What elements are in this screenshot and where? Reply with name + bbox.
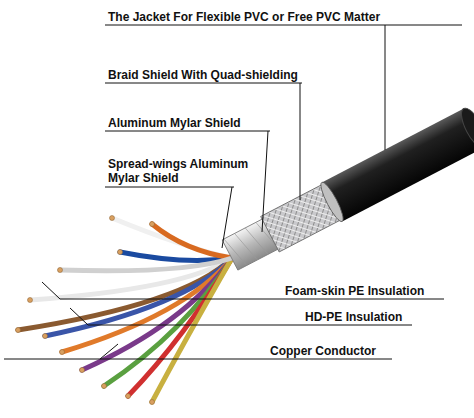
copper-tip [60, 350, 65, 355]
part-label: The Jacket For Flexible PVC or Free PVC … [108, 10, 380, 24]
wire [152, 224, 232, 258]
wire [60, 258, 232, 271]
part-label: HD-PE Insulation [305, 310, 402, 324]
wire [104, 258, 232, 386]
copper-tip [28, 298, 33, 303]
copper-tip [150, 222, 155, 227]
wire [128, 258, 232, 396]
leader-lines [4, 25, 462, 359]
copper-tip [16, 328, 21, 333]
copper-tip [43, 334, 48, 339]
wire [82, 258, 232, 370]
copper-tip [118, 250, 123, 255]
copper-tip [150, 400, 155, 405]
wire [152, 258, 232, 402]
copper-tip [58, 268, 63, 273]
copper-tip [126, 394, 131, 399]
part-label: Foam-skin PE Insulation [285, 284, 424, 298]
part-label: Aluminum Mylar Shield [108, 116, 241, 130]
copper-tip [80, 368, 85, 373]
cable-body [220, 105, 474, 275]
wire [112, 218, 232, 258]
wire-fan [16, 216, 233, 405]
copper-tip [102, 384, 107, 389]
copper-tip [110, 216, 115, 221]
part-label: Spread-wings Aluminum Mylar Shield [108, 157, 263, 185]
part-label: Copper Conductor [270, 344, 376, 358]
part-label: Braid Shield With Quad-shielding [108, 68, 298, 82]
